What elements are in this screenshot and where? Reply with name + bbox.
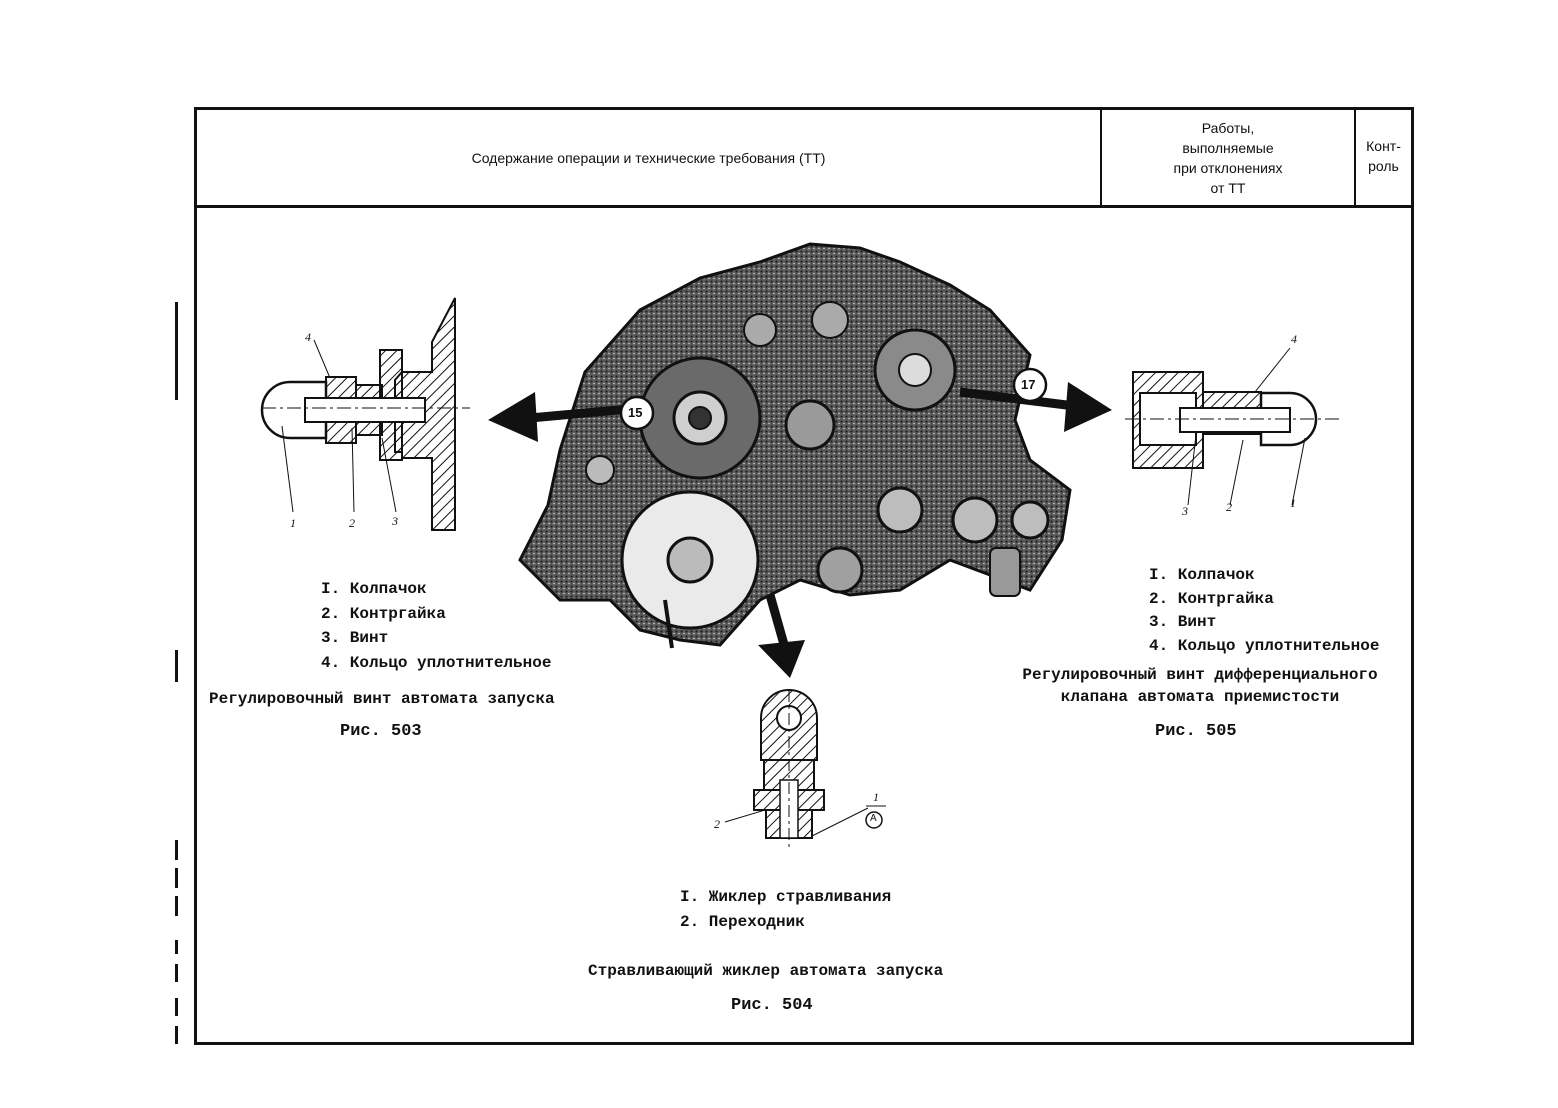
fig504-part-2: 2. Переходник <box>680 912 805 931</box>
fig505-caption: Регулировочный винт дифференциального кл… <box>1010 664 1390 708</box>
fig504-callout-a: A <box>870 813 877 824</box>
fig503-drawing <box>260 297 470 531</box>
fig503-callout-2: 2 <box>349 516 355 530</box>
fig503-number: Рис. 503 <box>340 722 422 741</box>
fig504-number: Рис. 504 <box>731 996 813 1015</box>
margin-mark <box>175 302 178 400</box>
header-control: Конт- роль <box>1354 110 1411 205</box>
margin-mark <box>175 868 178 888</box>
margin-mark <box>175 964 178 982</box>
fig504-part-1: I. Жиклер стравливания <box>680 888 892 906</box>
fig505-part-4: 4. Кольцо уплотнительное <box>1149 636 1380 655</box>
margin-mark <box>175 998 178 1016</box>
margin-mark <box>175 1026 178 1044</box>
fig505-caption-line2: клапана автомата приемистости <box>1060 688 1340 706</box>
header-deviation-works: Работы, выполняемые при отклонениях от Т… <box>1100 110 1354 205</box>
fig504-drawing <box>724 689 886 850</box>
margin-mark <box>175 840 178 860</box>
margin-mark <box>175 650 178 682</box>
engine-marker-17: 17 <box>1021 377 1036 392</box>
fig504-callout-2: 2 <box>714 817 720 831</box>
margin-mark <box>175 940 178 954</box>
fig503-part-1: I. Колпачок <box>321 580 427 598</box>
fig505-part-3: 3. Винт <box>1149 613 1217 631</box>
fig503-part-3: 3. Винт <box>321 629 389 647</box>
fig505-part-1: I. Колпачок <box>1149 566 1255 584</box>
fig505-drawing <box>1125 347 1340 506</box>
engine-assembly-illustration <box>488 242 1112 678</box>
fig503-callout-1: 1 <box>290 516 296 530</box>
fig505-callout-2: 2 <box>1226 500 1232 514</box>
fig503-callout-3: 3 <box>392 514 398 528</box>
fig503-parts-list: I. Колпачок 2. Контргайка 3. Винт 4. Кол… <box>321 577 551 675</box>
table-header: Содержание операции и технические требов… <box>197 110 1411 208</box>
fig504-parts-list: I. Жиклер стравливания 2. Переходник <box>680 885 891 934</box>
margin-mark <box>175 896 178 916</box>
fig503-part-2: 2. Контргайка <box>321 604 446 623</box>
fig505-callout-3: 3 <box>1182 504 1188 518</box>
fig505-parts-list: I. Колпачок 2. Контргайка 3. Винт 4. Кол… <box>1149 564 1379 658</box>
header-operation-content: Содержание операции и технические требов… <box>471 149 826 166</box>
fig504-callout-1: 1 <box>873 790 879 804</box>
fig505-part-2: 2. Контргайка <box>1149 589 1274 608</box>
fig503-callout-4: 4 <box>305 330 311 344</box>
fig505-number: Рис. 505 <box>1155 722 1237 741</box>
fig503-part-4: 4. Кольцо уплотнительное <box>321 653 552 672</box>
document-sheet: Содержание операции и технические требов… <box>194 107 1414 1045</box>
fig503-caption: Регулировочный винт автомата запуска <box>209 690 555 708</box>
fig505-caption-line1: Регулировочный винт дифференциального <box>1022 666 1378 684</box>
fig505-callout-4: 4 <box>1291 332 1297 346</box>
fig504-caption: Стравливающий жиклер автомата запуска <box>588 962 944 980</box>
engine-marker-15: 15 <box>628 405 643 420</box>
fig505-callout-1: 1 <box>1290 496 1296 510</box>
